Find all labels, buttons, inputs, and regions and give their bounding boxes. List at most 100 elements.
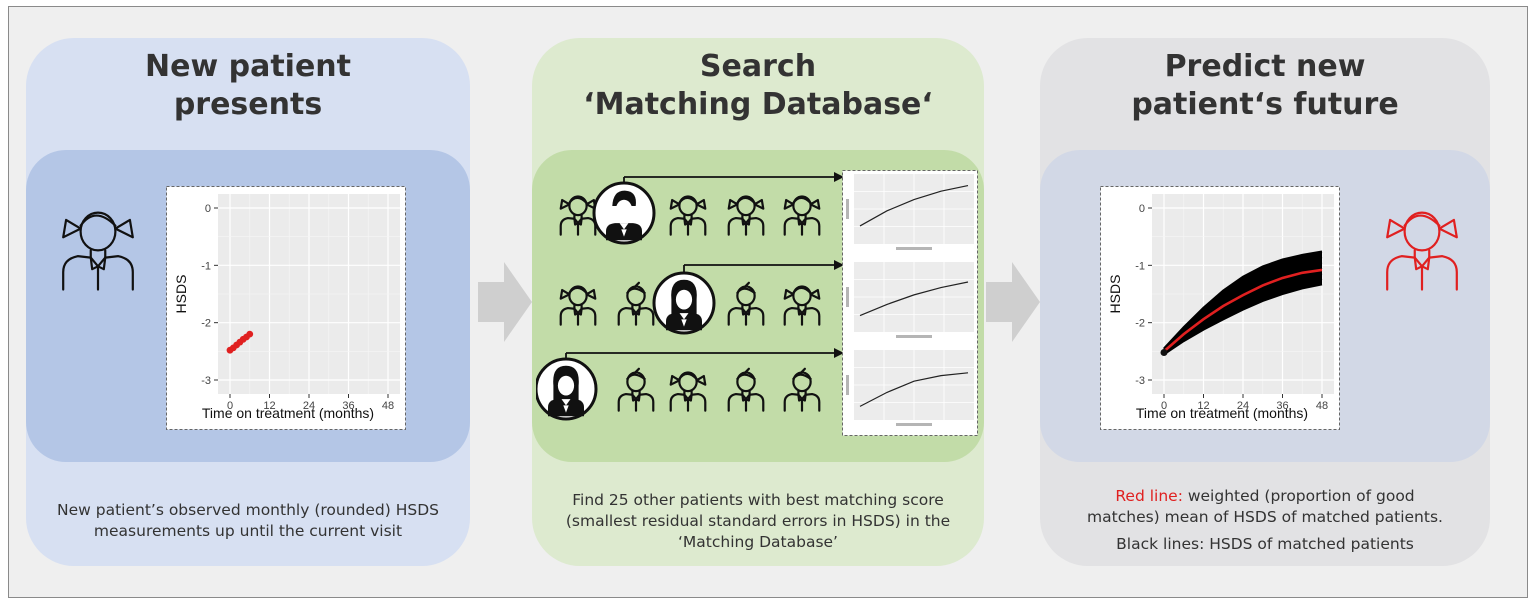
panel-title-line: Search	[699, 49, 817, 84]
panel-title: Search ‘Matching Database‘	[532, 48, 984, 124]
face	[557, 375, 575, 396]
panel-title-line: ‘Matching Database‘	[583, 87, 933, 122]
matched-patient-curve	[859, 372, 969, 407]
hair-tie-right	[695, 198, 707, 210]
mini-x-label	[896, 335, 932, 338]
girl-icon	[559, 285, 597, 326]
caption-line: New patient’s observed monthly (rounded)…	[57, 501, 439, 519]
x-tick-label: 24	[303, 400, 315, 412]
boy-icon	[727, 367, 765, 412]
girl-icon	[559, 195, 597, 236]
tie	[563, 405, 569, 413]
tie	[681, 319, 687, 327]
y-tick-label: -1	[201, 260, 211, 272]
y-tick-label: -2	[1135, 318, 1145, 330]
x-tick-label: 36	[1276, 400, 1288, 412]
x-tick-label: 12	[1197, 400, 1209, 412]
collar	[561, 399, 571, 406]
hair-tie-left	[783, 288, 795, 300]
hair-tie-left	[783, 198, 795, 210]
panel-title-line: Predict new	[1164, 49, 1366, 84]
caption-text: HSDS of matched patients	[1204, 535, 1414, 553]
right-arrow-icon	[478, 262, 532, 342]
hair-tie-left	[669, 374, 681, 386]
hair	[792, 367, 812, 381]
matched-patient-line	[1163, 277, 1323, 355]
x-tick-label: 48	[1316, 400, 1328, 412]
tie	[621, 229, 627, 237]
panel-caption: New patient’s observed monthly (rounded)…	[34, 500, 462, 542]
mini-x-label	[896, 423, 932, 426]
neck	[1413, 249, 1431, 259]
girl-icon	[62, 211, 134, 291]
panel-title: Predict new patient‘s future	[1040, 48, 1490, 124]
panel-caption: Find 25 other patients with best matchin…	[540, 490, 976, 553]
right-arrow-icon	[986, 262, 1040, 342]
hair	[79, 214, 117, 227]
mini-y-label	[846, 199, 849, 219]
x-axis-label: Time on treatment (months)	[1136, 405, 1308, 421]
x-axis-label: Time on treatment (months)	[202, 405, 374, 421]
girl-icon	[783, 285, 821, 326]
hair-tie-right	[753, 198, 765, 210]
head	[678, 371, 698, 393]
face	[675, 289, 693, 310]
boy-icon	[606, 190, 642, 241]
hair-tie-right	[585, 288, 597, 300]
x-tick-label: 48	[382, 400, 394, 412]
caption-black-label: Black lines:	[1116, 535, 1205, 553]
caption-line: ‘Matching Database’	[677, 533, 838, 551]
head	[736, 195, 756, 217]
matched-patient-charts	[842, 170, 978, 436]
y-tick-label: -1	[1135, 260, 1145, 272]
hair	[678, 196, 698, 205]
hair	[612, 190, 636, 206]
caption-line: Black lines: HSDS of matched patients	[1048, 534, 1482, 555]
hair-tie-left	[559, 198, 571, 210]
data-point	[246, 330, 254, 338]
girl-icon	[669, 371, 707, 412]
matched-patient-line	[1163, 272, 1323, 354]
panel-title-line: presents	[173, 87, 323, 122]
hair-tie-right	[114, 218, 134, 239]
x-tick-label: 24	[1237, 400, 1249, 412]
hair-tie-right	[809, 198, 821, 210]
mini-y-label	[846, 287, 849, 307]
mini-x-label	[896, 247, 932, 250]
hair	[568, 286, 588, 295]
girl-icon	[666, 279, 702, 331]
x-tick-label: 36	[342, 400, 354, 412]
patient-crowd	[536, 172, 844, 421]
girl-icon	[62, 211, 134, 291]
boy-icon	[617, 281, 655, 326]
girl-icon	[783, 195, 821, 236]
matched-patient-line	[1163, 250, 1323, 350]
y-axis-label: HSDS	[173, 275, 189, 314]
head	[1403, 211, 1441, 252]
hair	[736, 281, 756, 295]
hair	[568, 196, 588, 205]
neck	[89, 249, 107, 259]
hair-tie-right	[695, 374, 707, 386]
arrow-head	[834, 348, 844, 358]
hair-tie-left	[1386, 218, 1406, 239]
caption-line: measurements up until the current visit	[93, 522, 403, 540]
y-tick-label: 0	[1139, 203, 1145, 215]
face	[615, 199, 633, 220]
y-tick-label: 0	[205, 203, 211, 215]
hair-tie-left	[727, 198, 739, 210]
collar	[619, 223, 629, 230]
panel-title-line: New patient	[144, 49, 351, 84]
y-axis-label: HSDS	[1107, 275, 1123, 314]
head	[568, 285, 588, 307]
start-point	[1160, 348, 1168, 356]
caption-red-label: Red line:	[1115, 487, 1183, 505]
boy-icon	[783, 367, 821, 412]
matched-patient-line	[1163, 255, 1323, 351]
hair-tie-right	[809, 288, 821, 300]
matched-patient-line	[1163, 283, 1323, 356]
hair	[1403, 214, 1441, 227]
hair-tie-left	[559, 288, 571, 300]
